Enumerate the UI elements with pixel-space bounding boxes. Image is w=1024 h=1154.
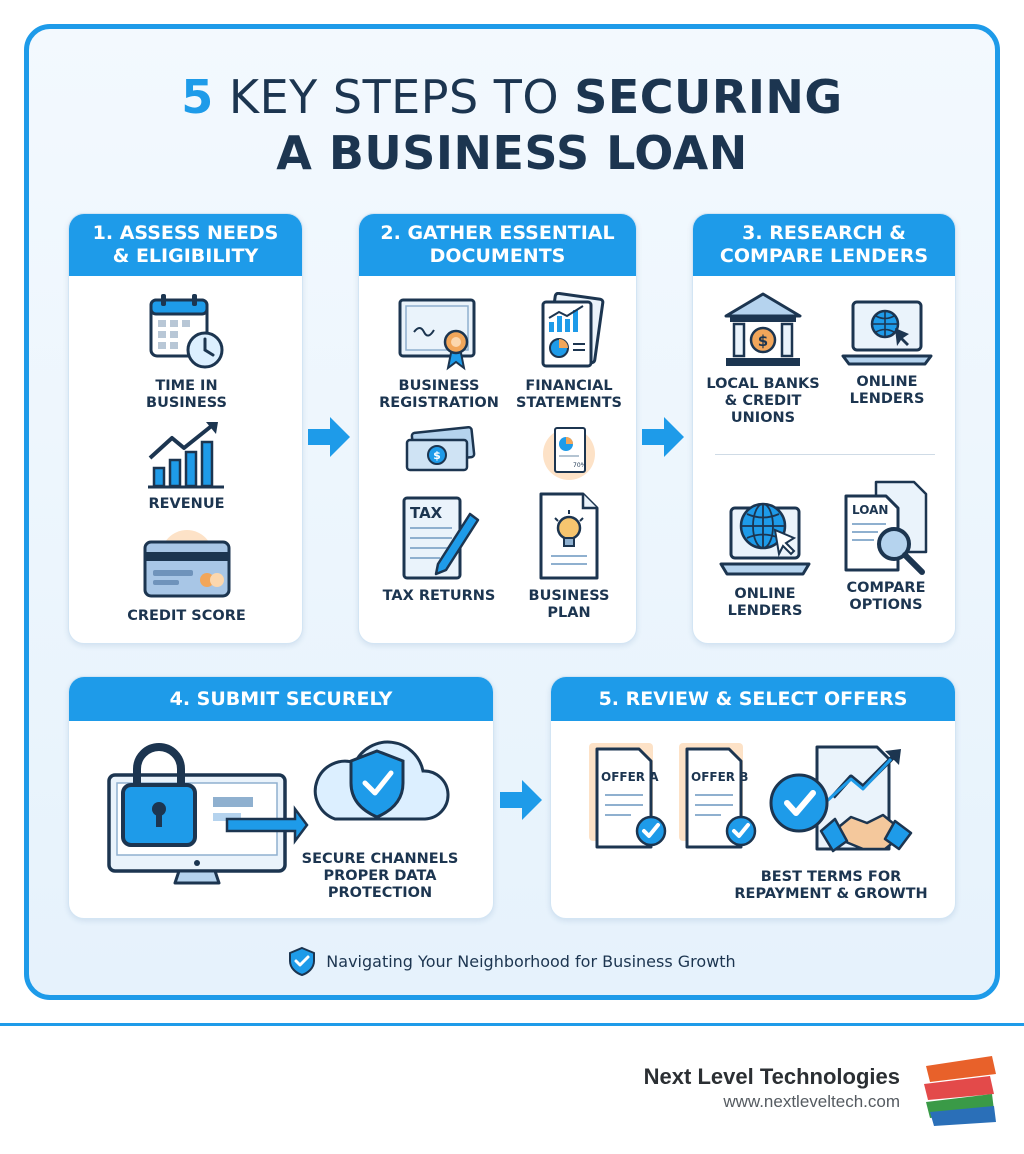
step-4-header: 4. SUBMIT SECURELY [69,677,493,721]
brand-name: Next Level Technologies [643,1064,900,1089]
secure-channels-caption: SECURE CHANNELS PROPER DATA PROTECTION [301,851,459,901]
title-number: 5 [181,70,214,124]
step-5-header: 5. REVIEW & SELECT OFFERS [551,677,955,721]
local-banks-item: $ LOCAL BANKS & CREDIT UNIONS [693,290,833,427]
growth-chart-icon [147,422,224,489]
time-in-business-item: TIME IN BUSINESS [69,292,302,412]
loan-compare-icon: LOAN [844,480,928,575]
svg-text:LOAN: LOAN [852,503,888,517]
financial-statements-item: FINANCIAL STATEMENTS [499,292,636,412]
footer-divider [0,1023,1024,1026]
title-light-text: KEY STEPS TO [228,70,560,124]
business-plan-icon [539,492,599,580]
best-terms-caption: BEST TERMS FOR REPAYMENT & GROWTH [734,869,928,902]
step-5-card: 5. REVIEW & SELECT OFFERS OFFER A OFFER … [550,676,956,919]
online-lenders-label-1: ONLINE LENDERS [849,374,925,407]
online-lenders-label-2: ONLINE LENDERS [727,586,803,619]
step-3-header: 3. RESEARCH & COMPARE LENDERS [693,214,955,276]
page-title-line-1: 5 KEY STEPS TO SECURING [0,68,1024,126]
svg-text:$: $ [433,449,441,462]
tagline-text: Navigating Your Neighborhood for Busines… [326,951,736,971]
laptop-globe-icon [841,300,933,366]
step-1-header: 1. ASSESS NEEDS & ELIGIBILITY [69,214,302,276]
tax-form-icon: TAX [402,496,480,580]
title-bold-text: SECURING [574,70,843,124]
financial-statements-label: FINANCIAL STATEMENTS [516,378,622,411]
page-title-line-2: A BUSINESS LOAN [0,124,1024,182]
cash-icon-item: $ [389,426,489,478]
step-3-card: 3. RESEARCH & COMPARE LENDERS $ LOCAL BA… [692,213,956,644]
step-1-card: 1. ASSESS NEEDS & ELIGIBILITY TIME IN BU… [68,213,303,644]
shield-check-icon [289,946,316,976]
business-registration-item: BUSINESS REGISTRATION [369,296,509,412]
chart-document-item: 70% [519,422,619,482]
tax-returns-item: TAX TAX RETURNS [369,494,509,605]
business-plan-label: BUSINESS PLAN [528,588,610,621]
cloud-shield-icon [313,740,450,821]
arrow-right-icon [308,417,350,457]
title-line-2-text: A BUSINESS LOAN [276,126,748,180]
tax-returns-label: TAX RETURNS [382,588,496,604]
financial-report-icon [541,292,605,368]
handshake-growth-icon [769,745,913,853]
business-plan-item: BUSINESS PLAN [499,490,636,622]
offer-a-document-icon: OFFER A [589,743,667,849]
step-4-card: 4. SUBMIT SECURELY SECURE CHANNELS PROPE… [68,676,494,919]
section-divider [715,454,935,455]
business-registration-label: BUSINESS REGISTRATION [379,378,499,411]
tagline: Navigating Your Neighborhood for Busines… [0,946,1024,976]
secure-computer-icon [107,743,309,885]
revenue-label: REVENUE [148,496,225,512]
svg-text:OFFER A: OFFER A [601,770,659,784]
cash-icon: $ [405,426,476,472]
brand-logo-icon [924,1056,996,1126]
svg-text:TAX: TAX [410,504,443,522]
online-lenders-item-2: ONLINE LENDERS [697,496,833,620]
compare-options-label: COMPARE OPTIONS [846,580,926,613]
certificate-icon [398,298,476,371]
credit-score-item: CREDIT SCORE [69,530,302,625]
brand-url: www.nextleveltech.com [723,1092,900,1111]
bank-icon: $ [724,292,802,366]
step-2-card: 2. GATHER ESSENTIAL DOCUMENTS BUSINESS R… [358,213,637,644]
compare-options-item: LOAN COMPARE OPTIONS [815,478,955,614]
svg-text:OFFER B: OFFER B [691,770,748,784]
svg-text:70%: 70% [573,462,587,469]
laptop-globe-icon [719,502,811,576]
chart-document-icon: 70% [543,427,595,480]
online-lenders-item-1: ONLINE LENDERS [817,298,955,408]
offer-b-document-icon: OFFER B [679,743,757,849]
credit-card-icon [143,530,230,598]
svg-text:$: $ [758,332,768,350]
revenue-item: REVENUE [69,420,302,513]
arrow-right-icon [500,780,542,820]
local-banks-label: LOCAL BANKS & CREDIT UNIONS [706,376,820,426]
calendar-clock-icon [149,294,223,369]
step-2-header: 2. GATHER ESSENTIAL DOCUMENTS [359,214,636,276]
credit-score-label: CREDIT SCORE [127,608,246,624]
arrow-right-icon [642,417,684,457]
time-in-business-label: TIME IN BUSINESS [146,378,227,411]
